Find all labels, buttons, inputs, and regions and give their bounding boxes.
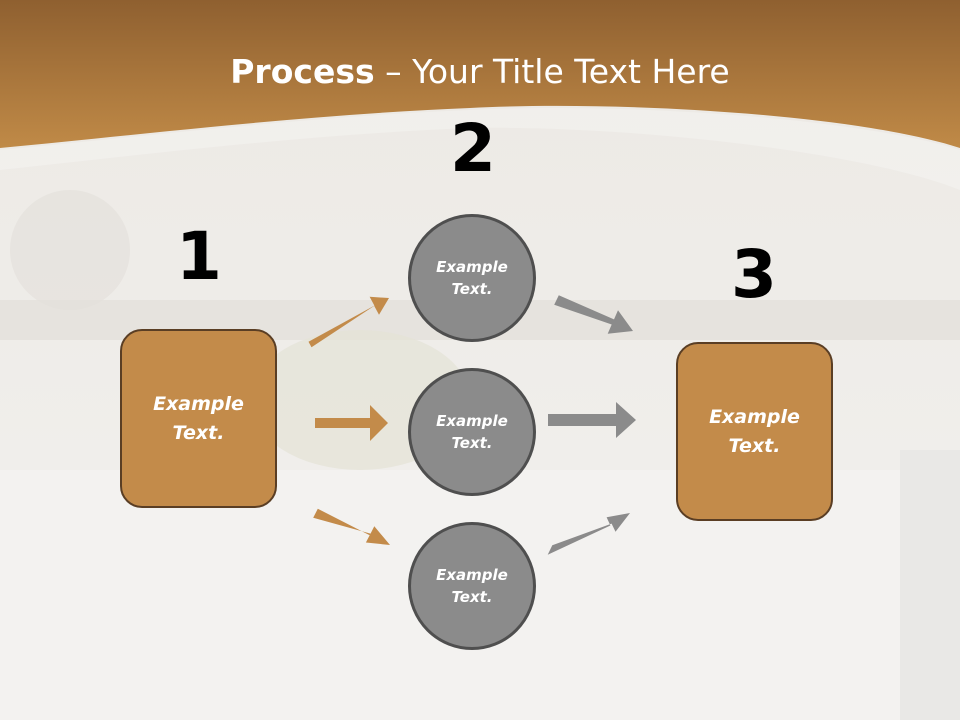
arrow-orange-right — [315, 405, 388, 441]
arrow-gray-right — [548, 402, 636, 438]
step-3-box: Example Text. — [676, 342, 833, 521]
circle-bottom-text: Example Text. — [436, 565, 508, 607]
process-arrows — [308, 295, 636, 555]
slide-title: Process – Your Title Text Here — [0, 52, 960, 91]
arrow-gray-up — [547, 513, 630, 555]
step-2-circle-top: Example Text. — [408, 214, 536, 342]
circle-middle-text: Example Text. — [436, 411, 508, 453]
step-2-circle-bottom: Example Text. — [408, 522, 536, 650]
step-3-number: 3 — [731, 236, 777, 313]
step-3-text: Example Text. — [709, 406, 800, 457]
arrow-orange-up — [308, 296, 389, 348]
title-rest: – Your Title Text Here — [374, 52, 730, 91]
step-1-box: Example Text. — [120, 329, 277, 508]
circle-top-text: Example Text. — [436, 257, 508, 299]
step-2-number: 2 — [450, 110, 496, 187]
chair — [900, 450, 960, 720]
step-1-text: Example Text. — [153, 393, 244, 444]
header-band — [0, 0, 960, 148]
header-swoosh — [0, 107, 960, 190]
arrow-orange-down — [313, 508, 390, 545]
step-1-number: 1 — [176, 218, 222, 295]
title-bold: Process — [230, 52, 375, 91]
arrow-gray-down — [554, 295, 633, 334]
step-2-circle-middle: Example Text. — [408, 368, 536, 496]
plant — [10, 190, 130, 310]
